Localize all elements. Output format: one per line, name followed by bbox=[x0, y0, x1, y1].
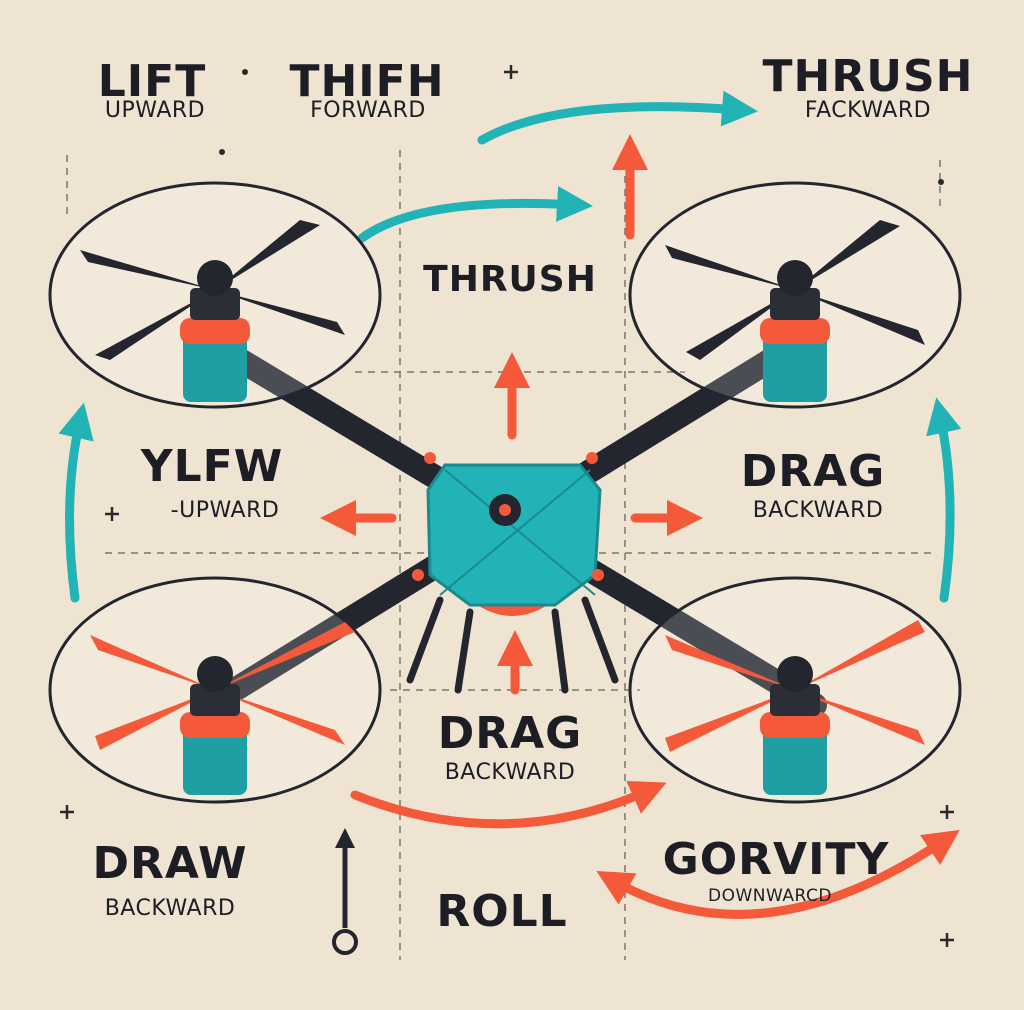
propeller-icon bbox=[90, 635, 345, 745]
label-ylfw-sub: -UPWARD bbox=[170, 498, 280, 523]
label-drag-center-title: DRAG bbox=[437, 708, 583, 759]
arrow-icon bbox=[477, 90, 758, 145]
arrow-icon bbox=[58, 402, 94, 603]
motor-front-right bbox=[760, 260, 830, 402]
teal-arrows bbox=[58, 90, 962, 603]
plus-marker-icon bbox=[940, 933, 954, 947]
plus-marker-icon bbox=[504, 65, 518, 79]
arrow-icon bbox=[357, 185, 593, 243]
motor-front-left bbox=[180, 260, 250, 402]
motor-icon bbox=[763, 330, 827, 402]
motor-icon bbox=[183, 725, 247, 795]
plus-marker-icon bbox=[940, 805, 954, 819]
arrow-icon bbox=[596, 829, 960, 919]
dot-marker bbox=[242, 69, 248, 75]
motor-rear-right bbox=[760, 656, 830, 795]
label-thrush-top-sub: FACKWARD bbox=[804, 98, 932, 123]
label-gorvity-title: GORVITY bbox=[662, 834, 890, 885]
propeller-icon bbox=[665, 635, 925, 745]
propeller-icon bbox=[665, 245, 925, 345]
motor-icon bbox=[183, 330, 247, 402]
black-arrow bbox=[332, 828, 358, 955]
label-lift-title: LIFT bbox=[97, 56, 207, 107]
propeller-icon bbox=[80, 250, 345, 335]
label-draw-title: DRAW bbox=[92, 838, 248, 889]
motor-rear-left bbox=[180, 656, 250, 795]
label-draw-sub: BACKWARD bbox=[104, 896, 236, 921]
label-thrush-top-title: THRUSH bbox=[762, 51, 974, 102]
label-drag-right-title: DRAG bbox=[740, 446, 886, 497]
dot-marker bbox=[219, 149, 225, 155]
orange-arrows bbox=[320, 134, 960, 919]
label-lift-sub: UPWARD bbox=[104, 98, 206, 123]
label-roll: ROLL bbox=[436, 886, 568, 937]
arrow-icon bbox=[350, 780, 667, 829]
dot-marker bbox=[938, 179, 944, 185]
plus-markers bbox=[60, 65, 954, 947]
label-drag-right-sub: BACKWARD bbox=[752, 498, 884, 523]
label-thifh-sub: FORWARD bbox=[310, 98, 426, 123]
motor-icon bbox=[763, 725, 827, 795]
label-drag-center-sub: BACKWARD bbox=[444, 760, 576, 785]
drone-body bbox=[406, 452, 619, 694]
label-ylfw-title: YLFW bbox=[140, 441, 284, 492]
label-thifh-title: THIFH bbox=[289, 56, 445, 107]
label-gorvity-sub: DOWNWARCD bbox=[708, 886, 832, 906]
guide-lines bbox=[66, 150, 941, 960]
plus-marker-icon bbox=[105, 507, 119, 521]
arrow-icon bbox=[926, 397, 962, 603]
label-thrush-center: THRUSH bbox=[423, 259, 597, 300]
plus-marker-icon bbox=[60, 805, 74, 819]
